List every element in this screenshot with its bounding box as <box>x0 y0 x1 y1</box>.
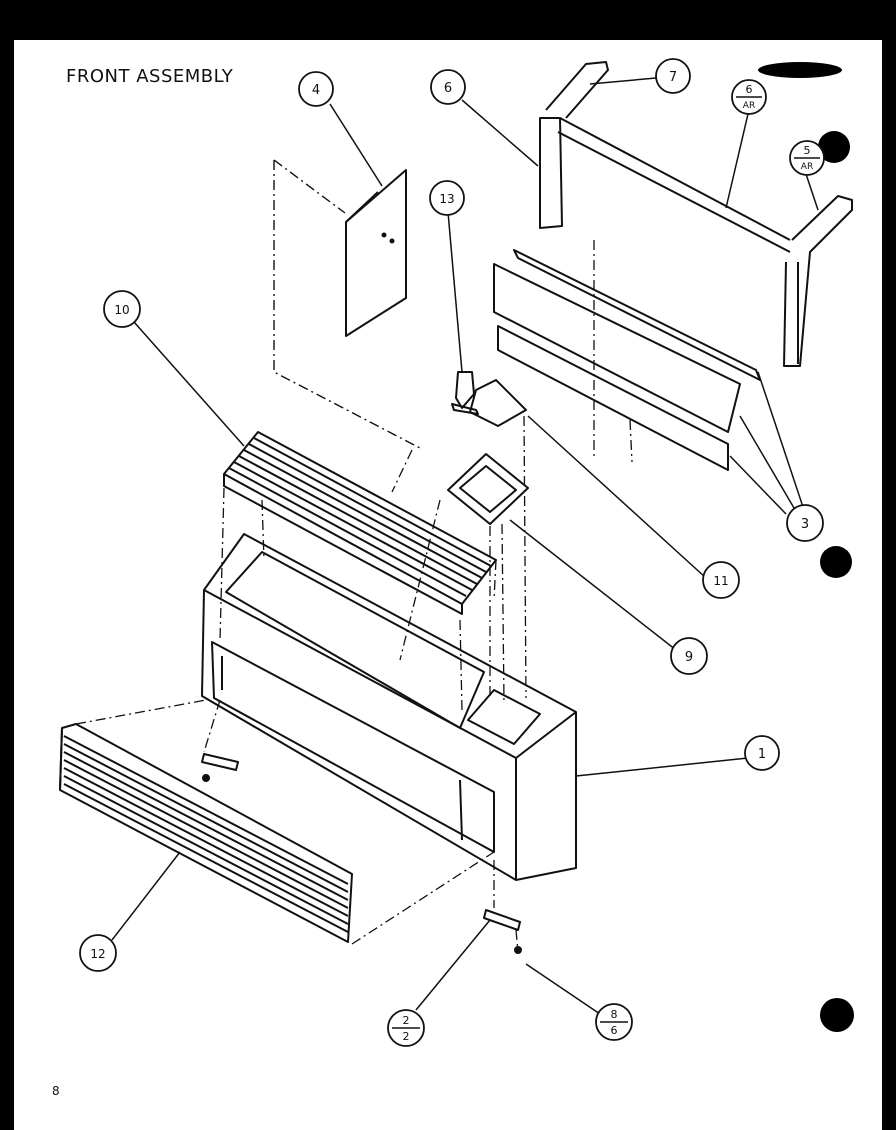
part-11-plate <box>469 379 527 427</box>
alignment-lines <box>75 240 633 953</box>
callout-2-2-bottom: 2 <box>403 1030 410 1043</box>
callout-11: 11 <box>702 561 740 599</box>
callout-2-2: 2 2 <box>387 1009 425 1047</box>
callouts: 4 6 7 13 10 3 11 9 <box>79 58 825 1047</box>
callout-9-label: 9 <box>685 650 693 665</box>
page-number: 8 <box>52 1084 60 1098</box>
part-4-side-panel <box>273 159 421 449</box>
callout-6-ar: 6 AR <box>731 79 767 115</box>
binder-hole-marks <box>758 62 854 1032</box>
part-9-frame <box>447 453 529 525</box>
callout-7: 7 <box>655 58 691 94</box>
callout-6: 6 <box>430 69 466 105</box>
callout-13: 13 <box>429 180 465 216</box>
callout-2-2-top: 2 <box>403 1014 410 1027</box>
diagram-title: FRONT ASSEMBLY <box>66 66 234 87</box>
callout-8-6-top: 8 <box>611 1008 618 1021</box>
callout-6-ar-top: 6 <box>746 83 753 96</box>
callout-8-6: 8 6 <box>595 1003 633 1041</box>
callout-4: 4 <box>298 71 334 107</box>
callout-1-label: 1 <box>758 747 766 762</box>
callout-10: 10 <box>103 290 141 328</box>
part-13-bracket <box>451 371 479 415</box>
leader-lines <box>111 77 819 1015</box>
callout-3-label: 3 <box>801 517 809 532</box>
callout-5-ar: 5 AR <box>789 140 825 176</box>
callout-5-ar-top: 5 <box>804 144 811 157</box>
callout-6-ar-bottom: AR <box>743 101 755 111</box>
callout-4-label: 4 <box>312 83 320 98</box>
callout-12-label: 12 <box>90 947 105 961</box>
part-12-front-grille <box>59 723 353 943</box>
callout-10-label: 10 <box>114 303 129 317</box>
callout-8-6-bottom: 6 <box>611 1024 618 1037</box>
callout-1: 1 <box>744 735 780 771</box>
callout-5-ar-bottom: AR <box>801 162 813 172</box>
callout-7-label: 7 <box>669 70 677 85</box>
callout-13-label: 13 <box>439 192 454 206</box>
callout-6-label: 6 <box>444 81 452 96</box>
callout-12: 12 <box>79 934 117 972</box>
callout-3: 3 <box>786 504 824 542</box>
part-10-top-grille <box>223 431 497 615</box>
part-6-top-frame <box>539 61 853 367</box>
callout-11-label: 11 <box>713 574 728 588</box>
callout-9: 9 <box>670 637 708 675</box>
